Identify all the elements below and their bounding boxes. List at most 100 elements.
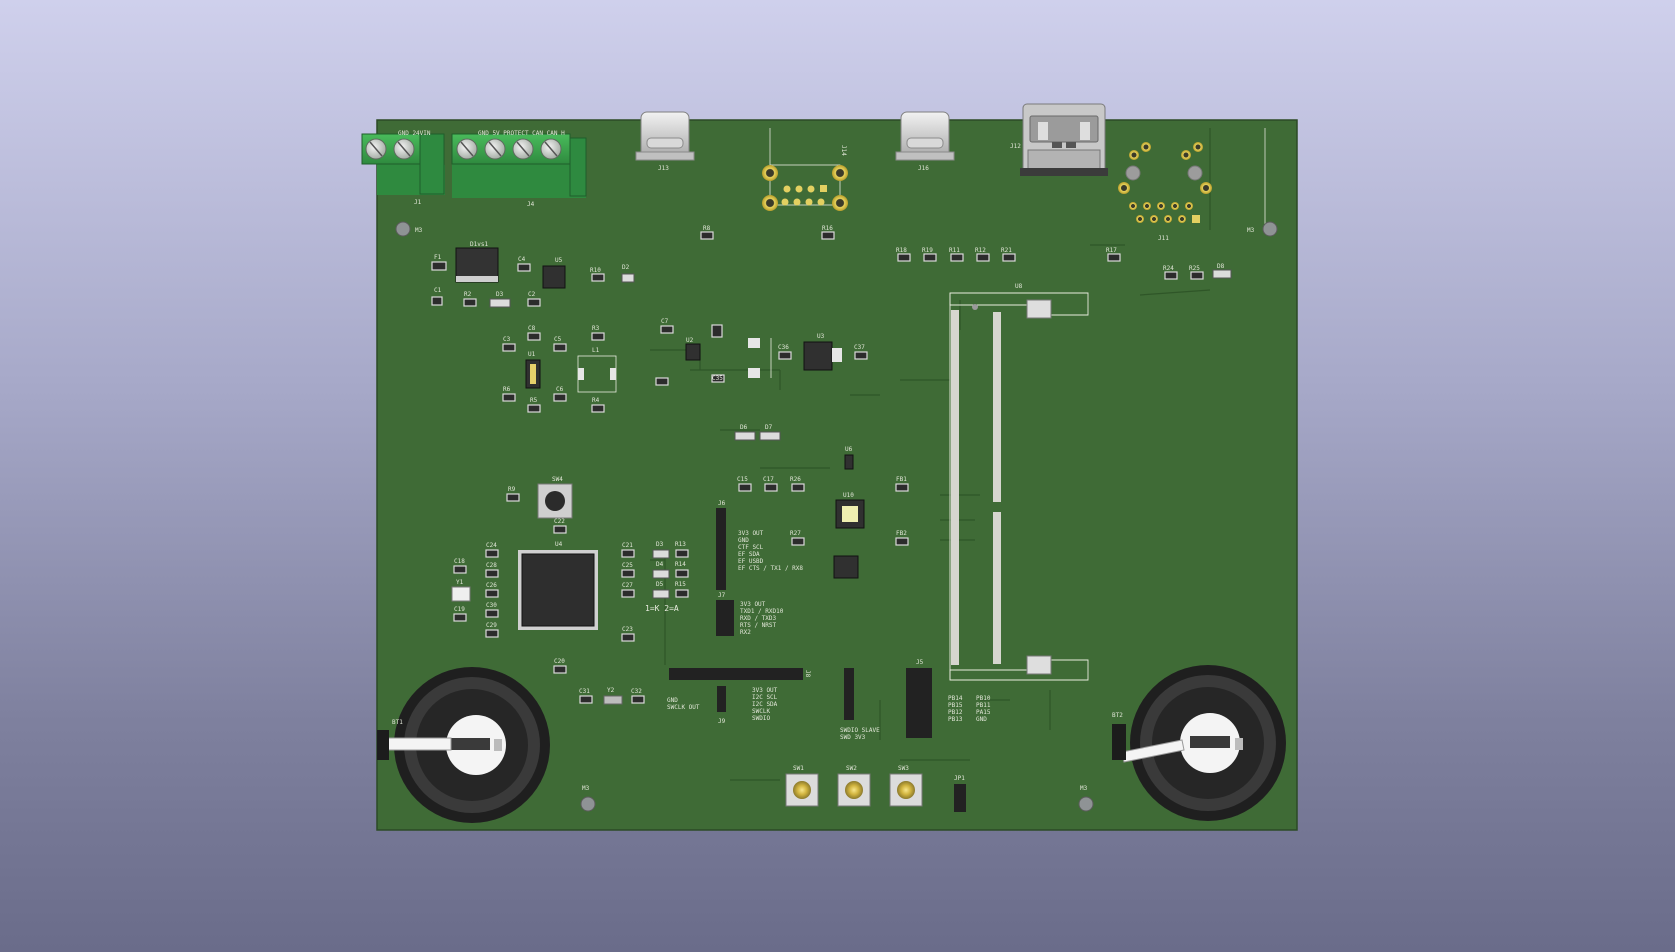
j9-pin-2: SWDIO SLAVE [840, 727, 880, 734]
pin-header-j6[interactable]: J6 3V3 OUT GND CTF SCL EF SDA EF USBD EF… [716, 500, 803, 590]
svg-text:C30: C30 [486, 602, 497, 609]
j9-pin-0: GND [667, 697, 678, 704]
switch-sw4[interactable]: SW4 R9 C22 [506, 476, 573, 534]
svg-text:D5: D5 [656, 581, 664, 588]
ref-u8: U8 [1015, 283, 1023, 290]
svg-text:C31: C31 [579, 688, 590, 695]
j5-pin-6: PA15 [976, 709, 991, 716]
svg-text:J7: J7 [718, 592, 726, 599]
switch-sw3[interactable]: SW3 [889, 765, 923, 807]
svg-text:R12: R12 [975, 247, 986, 254]
switch-sw1[interactable]: SW1 [785, 765, 819, 807]
svg-text:C24: C24 [486, 542, 497, 549]
pin-header-j9[interactable]: J9 GND SWCLK OUT [667, 686, 726, 725]
terminal-block-j4[interactable]: GND 5V PROTECT CAN CAN H J4 [451, 130, 587, 208]
svg-text:R6: R6 [503, 386, 511, 393]
usb-c-connector-j16[interactable]: J16 [895, 111, 955, 172]
svg-text:C25: C25 [622, 562, 633, 569]
power-section: D1vs1 F1 C4 U5 R10 D2 C1 R2 D3 C2 [431, 241, 635, 308]
svg-text:C1: C1 [434, 287, 442, 294]
ref-j12: J12 [1010, 143, 1021, 150]
svg-text:FB2: FB2 [896, 530, 907, 537]
svg-text:C7: C7 [661, 318, 669, 325]
mounting-holes: M3 M3 M3 M3 [395, 221, 1278, 812]
svg-text:C6: C6 [556, 386, 564, 393]
pin-header-j5[interactable]: J5 PB14 PB15 PB12 PB13 PB10 PB11 PA15 GN… [906, 659, 991, 738]
svg-text:C3: C3 [503, 336, 511, 343]
regulator-section-u1: C3 C8 C5 R3 U1 L1 R6 R5 C6 R4 [502, 325, 617, 413]
svg-text:C28: C28 [486, 562, 497, 569]
ref-j1: J1 [414, 199, 422, 206]
svg-text:C36: C36 [778, 344, 789, 351]
pin-header-j7[interactable]: J7 3V3 OUT TXD1 / RXD10 RXD / TXD3 RTS /… [716, 592, 784, 636]
ref-sw2: SW2 [846, 765, 857, 772]
led-resistor-array: D3 D4 D5 R13 R14 R15 1=K 2=A [645, 541, 689, 613]
svg-text:D6: D6 [740, 424, 748, 431]
svg-text:D4: D4 [656, 561, 664, 568]
svg-text:R11: R11 [949, 247, 960, 254]
j6-pin-4: EF USBD [738, 558, 764, 565]
j6-pin-1: GND [738, 537, 749, 544]
battery-holder-bt1[interactable]: BT1 [377, 667, 550, 823]
pin-header-j9-vertical[interactable]: SWDIO SLAVE SWD 3V3 [840, 668, 880, 741]
svg-text:R2: R2 [464, 291, 472, 298]
j7-pin-0: 3V3 OUT [740, 601, 766, 608]
svg-text:R15: R15 [675, 581, 686, 588]
svg-text:R14: R14 [675, 561, 686, 568]
svg-text:D2: D2 [622, 264, 630, 271]
svg-text:U2: U2 [686, 337, 694, 344]
svg-text:M3: M3 [582, 785, 590, 792]
ref-j13: J13 [658, 165, 669, 172]
svg-text:U6: U6 [845, 446, 853, 453]
svg-text:J9: J9 [718, 718, 726, 725]
battery-holder-bt2[interactable]: BT2 [1112, 665, 1286, 821]
svg-text:Y1: Y1 [456, 579, 464, 586]
svg-text:D8: D8 [1217, 263, 1225, 270]
svg-text:F1: F1 [434, 254, 442, 261]
pin-header-j8[interactable]: J8 3V3 OUT I2C SCL I2C SDA SWCLK SWDIO [669, 668, 811, 722]
svg-text:U4: U4 [555, 541, 563, 548]
j6-pin-0: 3V3 OUT [738, 530, 764, 537]
svg-text:R17: R17 [1106, 247, 1117, 254]
svg-text:U5: U5 [555, 257, 563, 264]
j7-pin-3: RTS / NRST [740, 622, 777, 629]
led-polarity-note: 1=K 2=A [645, 604, 679, 613]
switch-sw2[interactable]: SW2 [837, 765, 871, 807]
j8-pin-0: 3V3 OUT [752, 687, 778, 694]
svg-text:C4: C4 [518, 256, 526, 263]
j6-pin-2: CTF SCL [738, 544, 764, 551]
svg-text:C17: C17 [763, 476, 774, 483]
usb-c-connector-j13[interactable]: J13 [635, 111, 695, 172]
j8-pin-1: I2C SCL [752, 694, 778, 701]
j7-pin-2: RXD / TXD3 [740, 615, 777, 622]
connector-footprint-j14[interactable]: J14 [762, 128, 848, 211]
j8-pin-4: SWDIO [752, 715, 770, 722]
j5-pin-0: PB14 [948, 695, 963, 702]
svg-text:R5: R5 [530, 397, 538, 404]
svg-text:C35: C35 [712, 375, 723, 382]
hdmi-connector-j12[interactable]: J12 [1010, 103, 1108, 176]
j7-pin-1: TXD1 / RXD10 [740, 608, 784, 615]
j6-pin-5: EF CTS / TX1 / RX8 [738, 565, 803, 572]
terminal-block-j1[interactable]: GND 24VIN J1 [361, 130, 445, 206]
svg-text:L1: L1 [592, 347, 600, 354]
svg-text:R16: R16 [822, 225, 833, 232]
mounting-hole-icon [1078, 796, 1094, 812]
connector-footprint-j11[interactable]: J11 [1118, 128, 1266, 242]
ref-bt1: BT1 [392, 719, 403, 726]
svg-text:R21: R21 [1001, 247, 1012, 254]
terminal-j4-label: GND 5V PROTECT CAN CAN H [478, 130, 565, 137]
passives-top-row: R8 R16 R18 R19 R11 R12 R21 R17 R24 R25 D… [700, 225, 1232, 280]
terminal-j1-label: GND 24VIN [398, 130, 431, 137]
ref-bt2: BT2 [1112, 712, 1123, 719]
svg-text:R4: R4 [592, 397, 600, 404]
mounting-hole-icon [580, 796, 596, 812]
sodimm-socket-u8[interactable]: U8 [949, 283, 1089, 681]
mounting-hole-icon [1262, 221, 1278, 237]
regulator-section-u2-u3: C7 U2 C35 C36 U3 C37 D6 D7 [655, 318, 868, 441]
jumper-jp1[interactable]: JP1 [954, 775, 966, 812]
j5-pin-4: PB10 [976, 695, 991, 702]
svg-text:C26: C26 [486, 582, 497, 589]
